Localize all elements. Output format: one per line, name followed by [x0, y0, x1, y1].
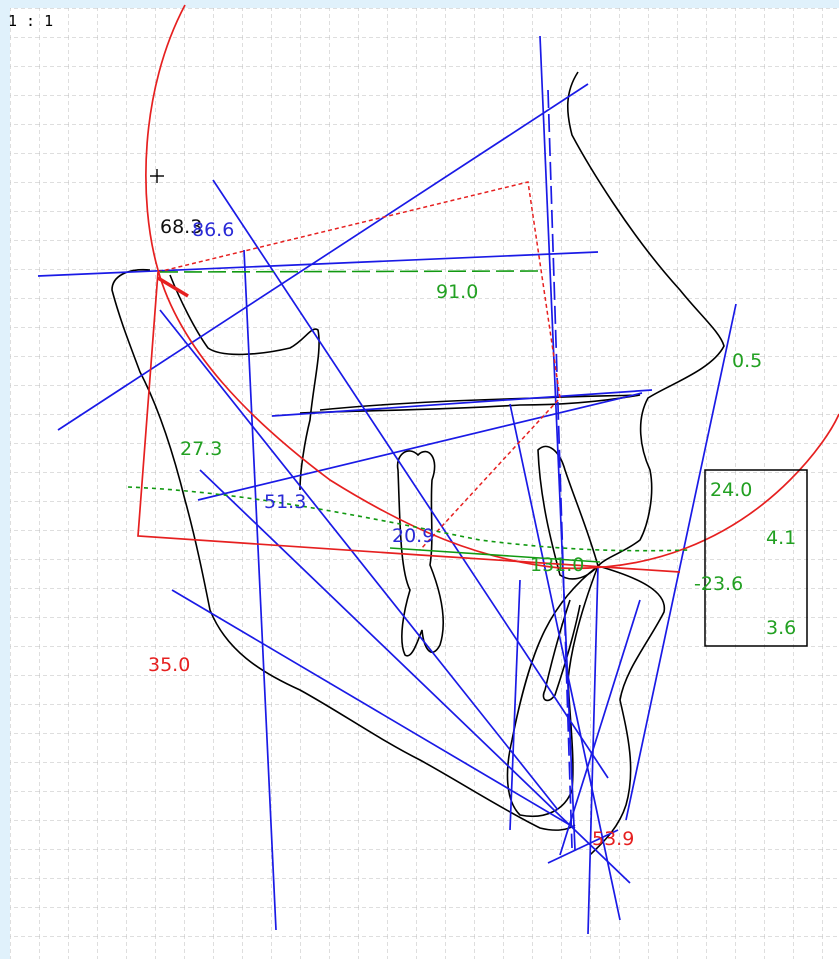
- label-91-0: 91.0: [436, 281, 478, 303]
- palatal-plane: [271, 389, 653, 417]
- red-angle-lines: [137, 271, 681, 573]
- diagonal-line-1: [159, 309, 559, 811]
- soft-tissue-profile: [566, 71, 725, 856]
- chin-line-4: [587, 565, 599, 935]
- green-dotted-curve: [127, 486, 689, 552]
- vertical-line-2: [547, 89, 573, 849]
- analysis-lines-red: [137, 4, 839, 573]
- occlusal-line: [197, 392, 643, 501]
- mandibular-line: [171, 589, 576, 829]
- grid: [10, 8, 839, 959]
- label-51-3: 51.3: [264, 491, 306, 513]
- label-27-3: 27.3: [180, 438, 222, 460]
- vertical-line-1: [539, 35, 576, 851]
- molar-tooth: [396, 450, 445, 657]
- analysis-lines-blue: [37, 35, 737, 935]
- n-point-line: [212, 179, 609, 779]
- cross-marker[interactable]: [150, 169, 164, 183]
- info-value-2: 4.1: [766, 527, 796, 549]
- info-value-3: -23.6: [694, 573, 743, 595]
- chin-line-3: [559, 599, 641, 856]
- mandible-outline: [111, 268, 576, 831]
- red-arc: [145, 4, 839, 570]
- sella-line: [57, 83, 589, 431]
- info-box: [704, 469, 808, 647]
- green-solid-segment: [389, 547, 601, 563]
- pogonion-cross: [547, 829, 619, 864]
- label-68-3: 68.3: [160, 216, 202, 238]
- red-short-tick: [157, 276, 189, 298]
- label-86-6: 86.6: [192, 219, 234, 241]
- lower-incisor: [542, 599, 581, 702]
- info-value-1: 24.0: [710, 479, 752, 501]
- palatal-outline: [299, 394, 641, 414]
- red-dotted-triangle: [157, 181, 561, 551]
- diagonal-line-2: [199, 469, 631, 884]
- zoom-label: 1 : 1: [8, 12, 54, 30]
- label-131-0: 131.0: [530, 554, 584, 576]
- chin-line-1: [509, 403, 621, 921]
- chin-line-2: [509, 579, 521, 831]
- label-0-5: 0.5: [732, 350, 762, 372]
- analysis-lines-green: [127, 270, 689, 563]
- info-value-4: 3.6: [766, 617, 796, 639]
- facial-line: [625, 303, 737, 821]
- label-20-9: 20.9: [392, 525, 434, 547]
- green-dashed-horizontal: [159, 270, 543, 273]
- ramus-line: [243, 249, 277, 931]
- label-35-0: 35.0: [148, 654, 190, 676]
- ramus-curve: [169, 274, 320, 491]
- label-53-9: 53.9: [592, 828, 634, 850]
- frankfort-line: [37, 251, 599, 277]
